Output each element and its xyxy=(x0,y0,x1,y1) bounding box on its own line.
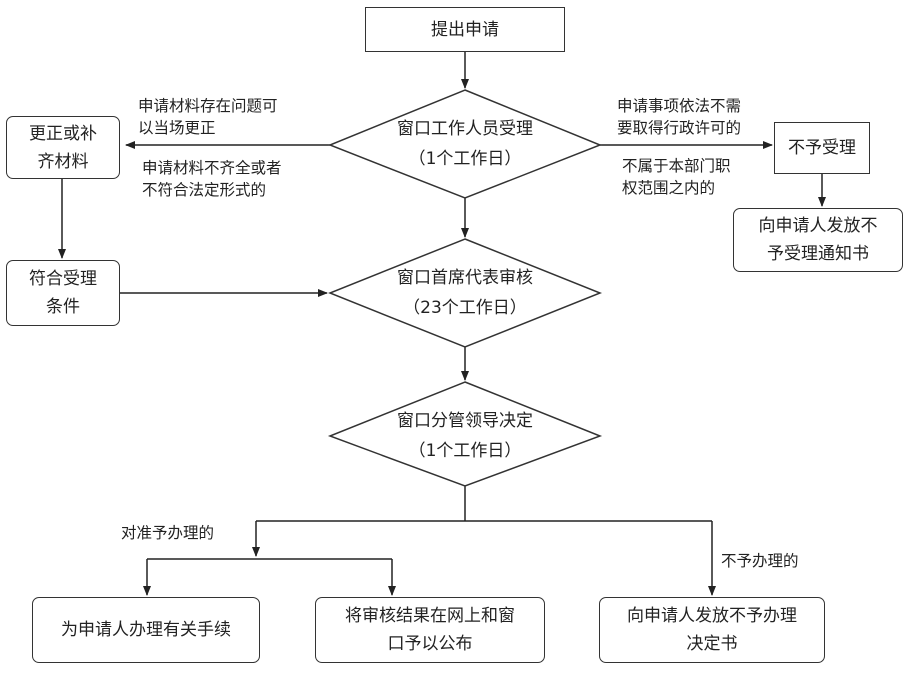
submit-box: 提出申请 xyxy=(365,7,565,52)
decide-title: 窗口分管领导决定 xyxy=(397,411,533,431)
reject-notice-box: 向申请人发放不 予受理通知书 xyxy=(733,208,903,272)
label-incomplete: 申请材料不齐全或者 不符合法定形式的 xyxy=(142,159,282,199)
accept-title: 窗口工作人员受理 xyxy=(397,119,533,139)
decide-duration: （1个工作日） xyxy=(408,441,522,461)
review-duration: （23个工作日） xyxy=(403,298,527,318)
review-title: 窗口首席代表审核 xyxy=(397,268,533,288)
handle-box: 为申请人办理有关手续 xyxy=(32,597,260,663)
qualify-box: 符合受理 条件 xyxy=(6,260,120,326)
label-correct-on-site: 申请材料存在问题可 以当场更正 xyxy=(138,97,278,137)
correct-box: 更正或补 齐材料 xyxy=(6,116,120,179)
review-diamond xyxy=(327,238,603,348)
accept-diamond xyxy=(327,89,603,199)
label-approve: 对准予办理的 xyxy=(121,524,215,542)
accept-duration: （1个工作日） xyxy=(408,149,522,169)
label-out-of-scope: 不属于本部门职 权范围之内的 xyxy=(622,157,731,197)
label-no-permit-needed: 申请事项依法不需 要取得行政许可的 xyxy=(617,97,742,137)
accept-text: 窗口工作人员受理 （1个工作日） xyxy=(360,114,570,174)
publish-box: 将审核结果在网上和窗 口予以公布 xyxy=(315,597,545,663)
label-deny: 不予办理的 xyxy=(721,552,799,570)
reject-box: 不予受理 xyxy=(774,122,870,174)
decide-text: 窗口分管领导决定 （1个工作日） xyxy=(360,406,570,466)
deny-notice-box: 向申请人发放不予办理 决定书 xyxy=(599,597,825,663)
decide-diamond xyxy=(327,381,603,487)
review-text: 窗口首席代表审核 （23个工作日） xyxy=(360,263,570,323)
